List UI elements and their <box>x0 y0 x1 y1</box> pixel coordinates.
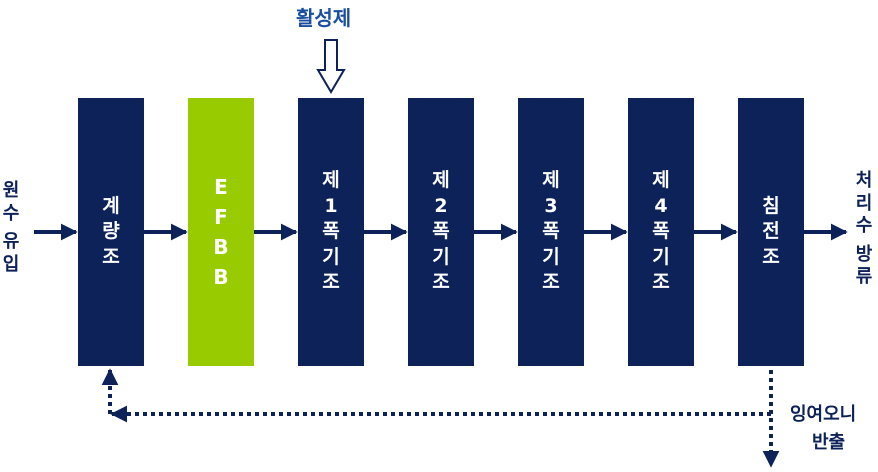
label-char: 방 <box>855 243 873 265</box>
stage-label-char: 4 <box>654 194 668 217</box>
stage-label-char: 조 <box>762 245 780 268</box>
activator-arrow <box>316 39 346 94</box>
stage-label-char: 조 <box>102 245 120 268</box>
stage-label-char: 조 <box>322 271 340 294</box>
stage-label-char: 제 <box>432 168 450 191</box>
stage-label-char: 조 <box>542 271 560 294</box>
stage-label-char: E <box>214 175 228 199</box>
stage-label-char: B <box>213 265 229 289</box>
label-char: 류 <box>855 266 873 287</box>
stage-label-char: 전 <box>762 220 780 243</box>
stage-label-char: 량 <box>102 220 120 243</box>
stage-label-char: 2 <box>434 194 448 217</box>
activator-label: 활성제 <box>296 6 352 30</box>
label-char: 처 <box>855 170 873 191</box>
label-char: 원 <box>2 180 20 201</box>
sludge-label-line1: 잉여오니 <box>790 404 857 425</box>
stage-label-char: 폭 <box>652 220 670 243</box>
stage-label-char: 제 <box>542 168 560 191</box>
stage-label-char: 제 <box>322 168 340 191</box>
label-char: 입 <box>2 253 20 275</box>
stage-label-char: 폭 <box>322 220 340 243</box>
stage-label-char: B <box>213 235 229 259</box>
stage-label-char: F <box>214 205 228 229</box>
stage-label-char: 제 <box>652 168 670 191</box>
label-char: 수 <box>855 215 873 236</box>
stage-label-char: 침 <box>762 194 780 217</box>
label-char: 수 <box>2 202 20 224</box>
stage-label-char: 1 <box>324 194 338 217</box>
stage-label-char: 기 <box>432 245 450 268</box>
stage-label-char: 조 <box>652 271 670 294</box>
stage-label-char: 조 <box>432 271 450 294</box>
stage-label-char: 폭 <box>432 220 450 243</box>
stage-label-char: 계 <box>102 194 120 217</box>
stage-label-char: 폭 <box>542 220 560 243</box>
sludge-label-line2: 반출 <box>812 432 846 453</box>
stage-label-char: 기 <box>652 245 670 268</box>
stage-label-char: 기 <box>322 245 340 268</box>
stage-label-char: 3 <box>544 194 558 217</box>
label-char: 유 <box>2 231 20 252</box>
stage-label-char: 기 <box>542 245 560 268</box>
label-char: 리 <box>855 192 873 214</box>
